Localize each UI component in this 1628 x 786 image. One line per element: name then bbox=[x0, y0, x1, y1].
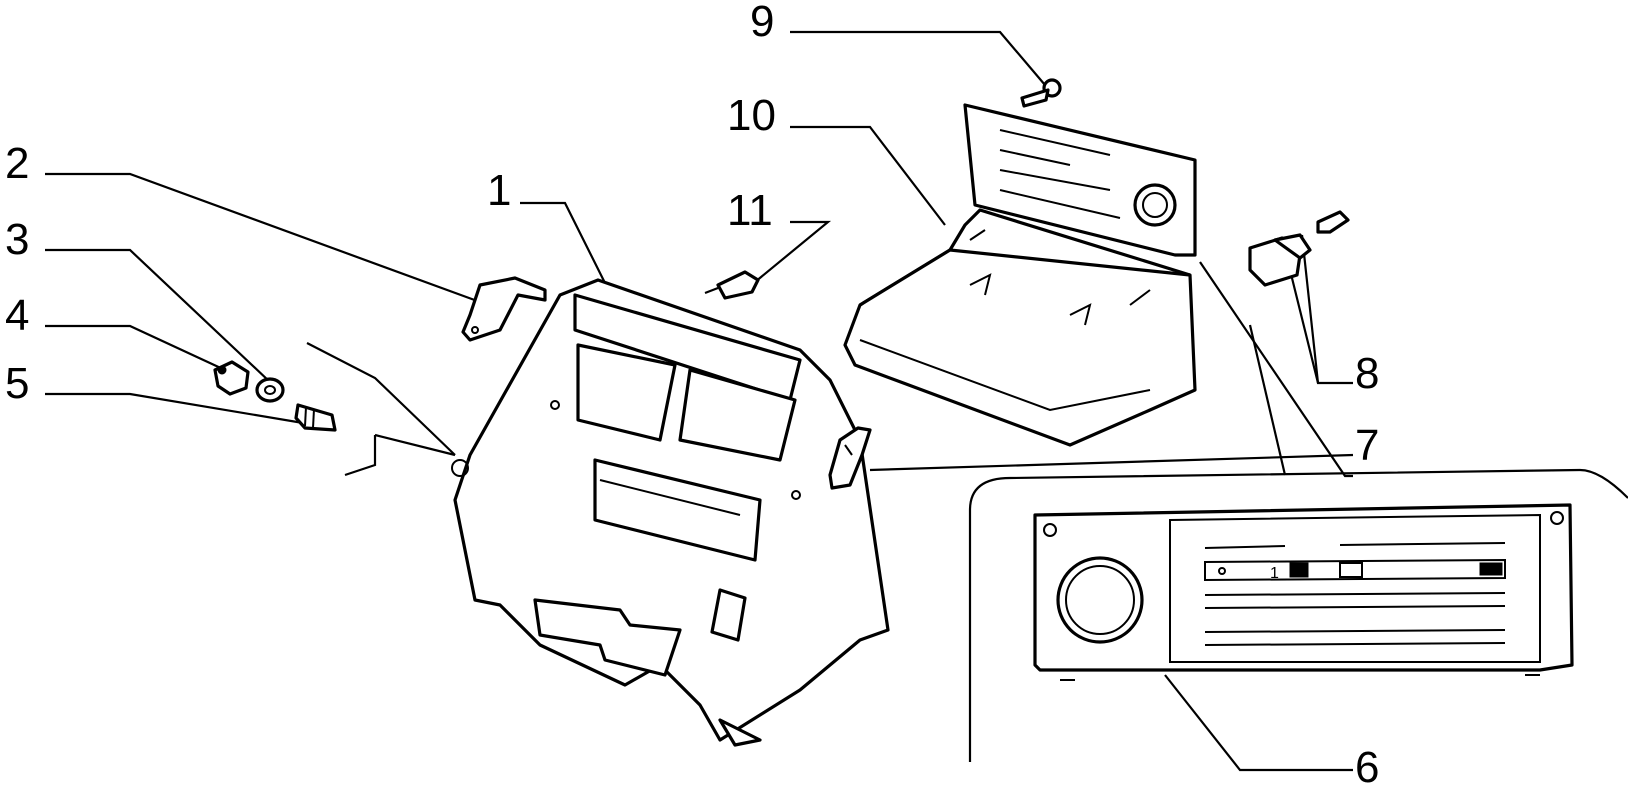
part-6-detail-view: 1 bbox=[968, 468, 1628, 762]
leader-11 bbox=[754, 220, 832, 283]
part-10-control-unit bbox=[843, 103, 1197, 447]
leader-5 bbox=[45, 392, 316, 427]
callout-9: 9 bbox=[750, 0, 774, 46]
part-8-switch bbox=[1248, 210, 1350, 287]
part-9-screw bbox=[1020, 78, 1062, 108]
leader-3 bbox=[45, 248, 271, 383]
leader-10 bbox=[790, 125, 946, 226]
part-2-bracket bbox=[461, 276, 547, 342]
callout-2: 2 bbox=[5, 139, 29, 188]
callout-5: 5 bbox=[5, 359, 29, 408]
callout-8: 8 bbox=[1355, 349, 1379, 398]
leader-7a bbox=[869, 453, 1354, 472]
callout-10: 10 bbox=[727, 91, 776, 140]
bracket-lines-2 bbox=[344, 435, 377, 477]
leader-8b bbox=[1300, 234, 1320, 384]
callout-7: 7 bbox=[1355, 421, 1379, 470]
leader-7b bbox=[1199, 261, 1353, 478]
part-5-screw bbox=[294, 403, 337, 432]
leader-lines bbox=[45, 30, 1354, 772]
part-1-console-housing bbox=[451, 278, 890, 747]
leader-6 bbox=[1164, 674, 1353, 772]
part-3-washer bbox=[255, 377, 285, 403]
bracket-lines bbox=[306, 342, 456, 456]
leader-link-6 bbox=[1248, 324, 1287, 476]
callout-4: 4 bbox=[5, 291, 29, 340]
callout-3: 3 bbox=[5, 215, 29, 264]
part-11-screw bbox=[704, 270, 760, 300]
leader-2 bbox=[45, 172, 481, 304]
leader-1 bbox=[520, 201, 606, 284]
svg-text:1: 1 bbox=[1270, 565, 1279, 582]
part-4-nut bbox=[213, 360, 250, 396]
part-7-bracket bbox=[828, 426, 872, 490]
callout-11: 11 bbox=[727, 186, 773, 235]
callout-6: 6 bbox=[1355, 743, 1379, 786]
leader-9 bbox=[790, 30, 1046, 86]
leader-4 bbox=[45, 324, 226, 371]
leader-8a bbox=[1288, 269, 1353, 385]
bracket-lines-3 bbox=[374, 433, 456, 457]
callout-1: 1 bbox=[487, 166, 511, 215]
callout-numbers: 1 2 3 4 5 6 7 8 9 10 11 bbox=[5, 0, 1379, 786]
